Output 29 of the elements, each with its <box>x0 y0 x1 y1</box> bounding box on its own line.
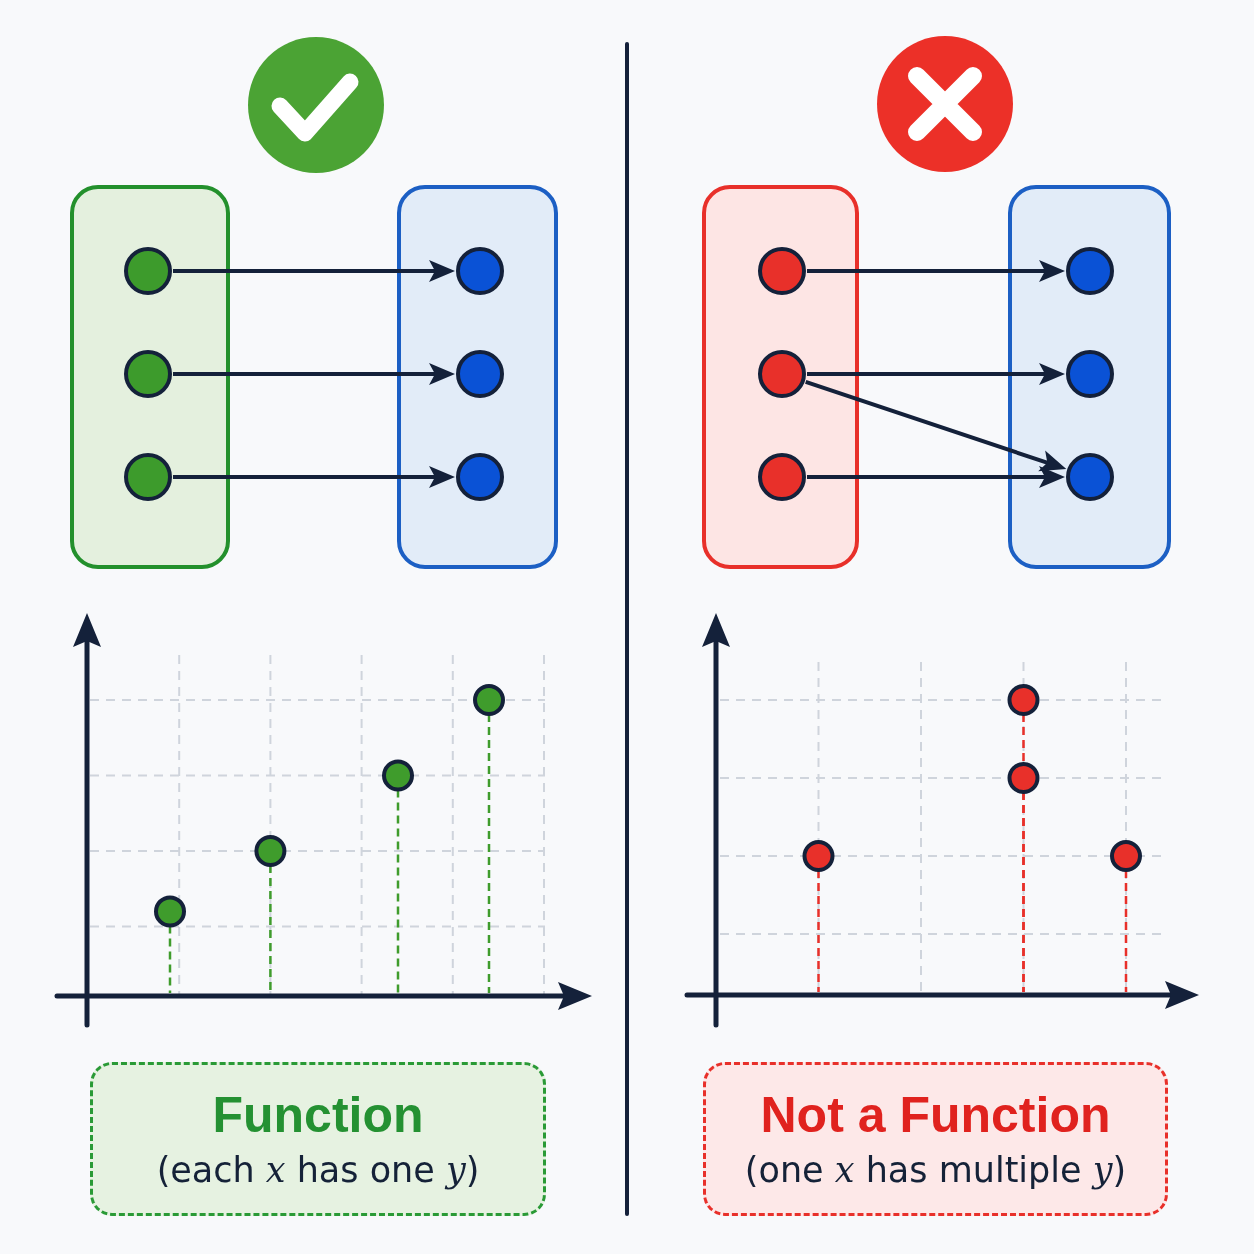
element-dot <box>456 453 504 501</box>
element-dot <box>758 453 806 501</box>
element-dot <box>456 247 504 295</box>
arrow <box>807 260 1065 282</box>
arrow <box>173 260 455 282</box>
element-dot <box>1066 350 1114 398</box>
element-dot <box>1066 247 1114 295</box>
set-box <box>1008 185 1171 569</box>
element-dot <box>124 453 172 501</box>
label-box <box>703 1062 1168 1216</box>
element-dot <box>758 247 806 295</box>
element-dot <box>758 350 806 398</box>
set-box <box>702 185 859 569</box>
heading-text: Function <box>212 1086 424 1143</box>
label-box <box>90 1062 546 1216</box>
arrow <box>805 380 1067 472</box>
set-box <box>397 185 558 569</box>
arrow <box>807 363 1065 385</box>
arrow <box>173 363 455 385</box>
element-dot <box>124 247 172 295</box>
arrow <box>173 466 455 488</box>
arrow <box>807 466 1065 488</box>
heading-text: Not a Function <box>760 1086 1111 1143</box>
set-box <box>70 185 230 569</box>
subtitle-text: (one x has multiple y) <box>744 1148 1127 1192</box>
element-dot <box>124 350 172 398</box>
element-dot <box>456 350 504 398</box>
subtitle-text: (each x has one y) <box>156 1148 480 1192</box>
element-dot <box>1066 453 1114 501</box>
